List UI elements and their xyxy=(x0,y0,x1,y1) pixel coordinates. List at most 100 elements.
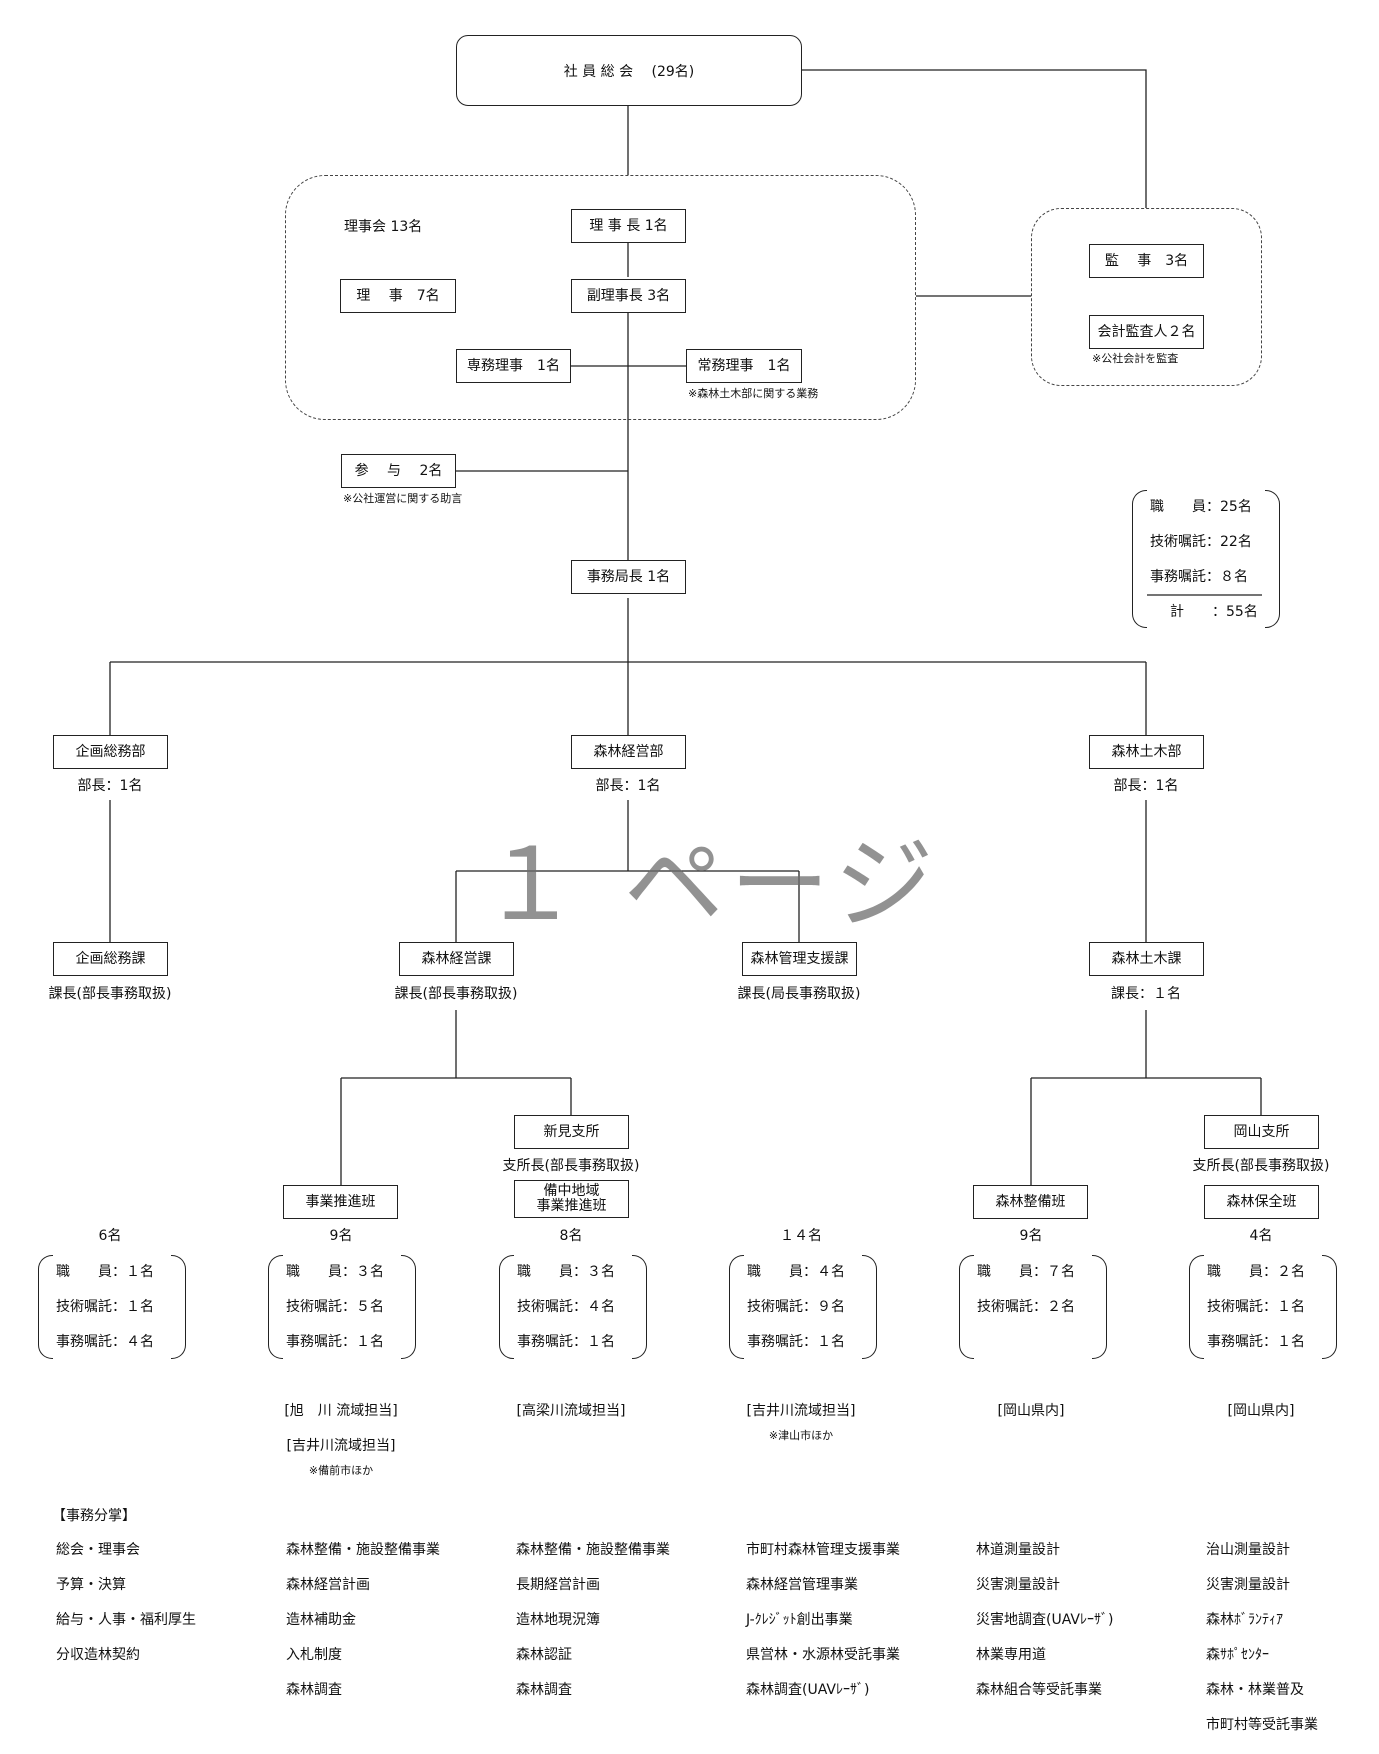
group-count: 9名 xyxy=(1019,1228,1043,1244)
section-planning-head: 課長(部長事務取扱) xyxy=(48,986,172,1002)
duty-item: 林業専用道 xyxy=(976,1647,1046,1663)
audit-region xyxy=(1031,208,1262,386)
team-bitchu-line2: 事業推進班 xyxy=(536,1198,607,1214)
group-row: 技術嘱託：２名 xyxy=(977,1299,1075,1315)
exec-director-box: 専務理事 1名 xyxy=(456,349,571,383)
board-region xyxy=(285,175,916,420)
group-breakdown: 職 員：１名 技術嘱託：１名 事務嘱託：４名 xyxy=(38,1255,186,1359)
advisor-note: ※公社運営に関する助言 xyxy=(343,492,463,505)
duty-item: J-ｸﾚｼﾞｯﾄ創出事業 xyxy=(746,1612,853,1628)
group-row: 職 員：４名 xyxy=(747,1264,845,1280)
area-label: [旭 川 流域担当] xyxy=(284,1403,398,1419)
duty-item: 予算・決算 xyxy=(56,1577,126,1593)
group-breakdown: 職 員：４名 技術嘱託：９名 事務嘱託：１名 xyxy=(729,1255,877,1359)
group-row: 技術嘱託：５名 xyxy=(286,1299,384,1315)
auditors-box: 監 事 3名 xyxy=(1089,244,1204,278)
team-seibi-box: 森林整備班 xyxy=(973,1185,1088,1219)
duty-item: 森林調査 xyxy=(516,1682,572,1698)
accountant-auditor-note: ※公社会計を監査 xyxy=(1092,352,1179,365)
duty-item: 森林調査(UAVﾚｰｻﾞ) xyxy=(746,1682,870,1698)
area-note: ※備前市ほか xyxy=(308,1464,374,1477)
duty-item: 分収造林契約 xyxy=(56,1647,140,1663)
duty-item: 森林認証 xyxy=(516,1647,572,1663)
duty-item: 森林組合等受託事業 xyxy=(976,1682,1102,1698)
branch-okayama-head: 支所長(部長事務取扱) xyxy=(1192,1158,1330,1174)
duty-item: 森ｻﾎﾟｾﾝﾀｰ xyxy=(1206,1647,1269,1663)
dept-civil-box: 森林土木部 xyxy=(1089,735,1204,769)
group-count: 6名 xyxy=(98,1228,122,1244)
group-breakdown: 職 員：３名 技術嘱託：５名 事務嘱託：１名 xyxy=(268,1255,416,1359)
group-breakdown: 職 員：７名 技術嘱託：２名 xyxy=(959,1255,1107,1359)
area-note: ※津山市ほか xyxy=(768,1429,834,1442)
group-row: 技術嘱託：９名 xyxy=(747,1299,845,1315)
section-forest-box: 森林経営課 xyxy=(399,942,514,976)
section-planning-box: 企画総務課 xyxy=(53,942,168,976)
duty-item: 災害測量設計 xyxy=(1206,1577,1290,1593)
duty-item: 県営林・水源林受託事業 xyxy=(746,1647,900,1663)
dept-planning-head: 部長：1名 xyxy=(77,778,143,794)
branch-niimi-box: 新見支所 xyxy=(514,1115,629,1149)
group-count: １４名 xyxy=(780,1228,822,1244)
area-label: [岡山県内] xyxy=(997,1403,1065,1419)
group-count: 4名 xyxy=(1249,1228,1273,1244)
group-row: 事務嘱託：１名 xyxy=(747,1334,845,1350)
group-row: 事務嘱託：１名 xyxy=(286,1334,384,1350)
summary-row: 職 員：25名 xyxy=(1150,499,1252,515)
duty-item: 市町村森林管理支援事業 xyxy=(746,1542,900,1558)
section-mgmt-support-box: 森林管理支援課 xyxy=(742,942,857,976)
duty-item: 森林調査 xyxy=(286,1682,342,1698)
vice-chairman-box: 副理事長 3名 xyxy=(571,279,686,313)
duty-item: 治山測量設計 xyxy=(1206,1542,1290,1558)
summary-row: 技術嘱託：22名 xyxy=(1150,534,1252,550)
group-row: 職 員：３名 xyxy=(286,1264,384,1280)
duty-item: 市町村等受託事業 xyxy=(1206,1717,1318,1733)
team-hozen-box: 森林保全班 xyxy=(1204,1185,1319,1219)
duty-item: 入札制度 xyxy=(286,1647,342,1663)
group-row: 職 員：１名 xyxy=(56,1264,154,1280)
duty-item: 森林ﾎﾞﾗﾝﾃｨｱ xyxy=(1206,1612,1283,1628)
managing-director-note: ※森林土木部に関する業務 xyxy=(688,387,819,400)
summary-total: 計 ：55名 xyxy=(1170,604,1258,620)
team-bitchu-box: 備中地域 事業推進班 xyxy=(514,1180,629,1218)
duties-title: 【事務分掌】 xyxy=(52,1508,136,1524)
staff-summary: 職 員：25名 技術嘱託：22名 事務嘱託：８名 計 ：55名 xyxy=(1132,490,1280,628)
duty-item: 森林経営管理事業 xyxy=(746,1577,858,1593)
group-count: 9名 xyxy=(329,1228,353,1244)
group-breakdown: 職 員：２名 技術嘱託：１名 事務嘱託：１名 xyxy=(1189,1255,1337,1359)
duty-item: 総会・理事会 xyxy=(56,1542,140,1558)
accountant-auditor-box: 会計監査人２名 xyxy=(1089,315,1204,349)
area-label: [高梁川流域担当] xyxy=(516,1403,626,1419)
board-label: 理事会 13名 xyxy=(344,219,423,235)
general-assembly-box: 社 員 総 会 (29名) xyxy=(456,35,802,106)
group-row: 職 員：３名 xyxy=(517,1264,615,1280)
secretary-general-box: 事務局長 1名 xyxy=(571,560,686,594)
group-count: 8名 xyxy=(559,1228,583,1244)
duty-item: 森林整備・施設整備事業 xyxy=(516,1542,670,1558)
section-civil-box: 森林土木課 xyxy=(1089,942,1204,976)
duty-item: 森林整備・施設整備事業 xyxy=(286,1542,440,1558)
summary-row: 事務嘱託：８名 xyxy=(1150,569,1248,585)
branch-okayama-box: 岡山支所 xyxy=(1204,1115,1319,1149)
group-row: 職 員：７名 xyxy=(977,1264,1075,1280)
team-promotion-box: 事業推進班 xyxy=(283,1185,398,1219)
managing-director-box: 常務理事 1名 xyxy=(686,349,802,383)
dept-civil-head: 部長：1名 xyxy=(1113,778,1179,794)
group-row: 技術嘱託：４名 xyxy=(517,1299,615,1315)
section-mgmt-support-head: 課長(局長事務取扱) xyxy=(737,986,861,1002)
area-label: [吉井川流域担当] xyxy=(286,1438,396,1454)
group-row: 職 員：２名 xyxy=(1207,1264,1305,1280)
duty-item: 森林経営計画 xyxy=(286,1577,370,1593)
group-row: 事務嘱託：１名 xyxy=(1207,1334,1305,1350)
area-label: [岡山県内] xyxy=(1227,1403,1295,1419)
general-assembly-label: 社 員 総 会 (29名) xyxy=(563,63,695,80)
duty-item: 造林補助金 xyxy=(286,1612,356,1628)
branch-niimi-head: 支所長(部長事務取扱) xyxy=(502,1158,640,1174)
group-breakdown: 職 員：３名 技術嘱託：４名 事務嘱託：１名 xyxy=(499,1255,647,1359)
area-label: [吉井川流域担当] xyxy=(746,1403,856,1419)
duty-item: 災害測量設計 xyxy=(976,1577,1060,1593)
duty-item: 造林地現況簿 xyxy=(516,1612,600,1628)
duty-item: 災害地調査(UAVﾚｰｻﾞ) xyxy=(976,1612,1114,1628)
duty-item: 林道測量設計 xyxy=(976,1542,1060,1558)
